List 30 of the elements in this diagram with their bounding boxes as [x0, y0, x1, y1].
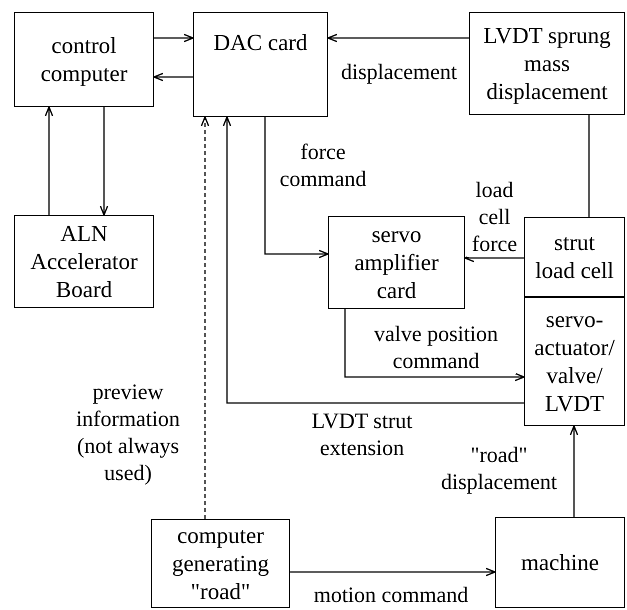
- box-label: DAC card: [214, 29, 308, 57]
- arrow: [344, 309, 525, 382]
- arrow: [154, 34, 194, 42]
- box-label: ALN Accelerator Board: [29, 220, 139, 304]
- process-box: [524, 217, 625, 297]
- box-label: servo- actuator/ valve/ LVDT: [533, 306, 616, 418]
- process-box: [469, 12, 625, 115]
- box-label: LVDT sprung mass displacement: [483, 22, 611, 106]
- arrow: [327, 34, 469, 42]
- arrow: [44, 106, 54, 215]
- box-label: servo amplifier card: [353, 220, 440, 304]
- box-label: strut load cell: [534, 229, 615, 285]
- arrow: [264, 117, 329, 258]
- arrow: [200, 116, 210, 519]
- arrow: [464, 254, 524, 262]
- arrow: [100, 107, 108, 216]
- arrow: [290, 568, 496, 576]
- box-label: control computer: [40, 32, 128, 88]
- box-label: machine: [521, 548, 599, 576]
- process-box: [193, 12, 328, 117]
- process-box: [328, 216, 465, 309]
- process-box: [524, 297, 625, 426]
- box-label: computer generating "road": [170, 522, 270, 606]
- process-box: [151, 519, 290, 608]
- arrow: [570, 425, 578, 517]
- arrow: [222, 116, 524, 404]
- process-box: [14, 215, 154, 308]
- process-box: [495, 517, 625, 608]
- arrow: [153, 72, 193, 82]
- process-box: [14, 12, 154, 107]
